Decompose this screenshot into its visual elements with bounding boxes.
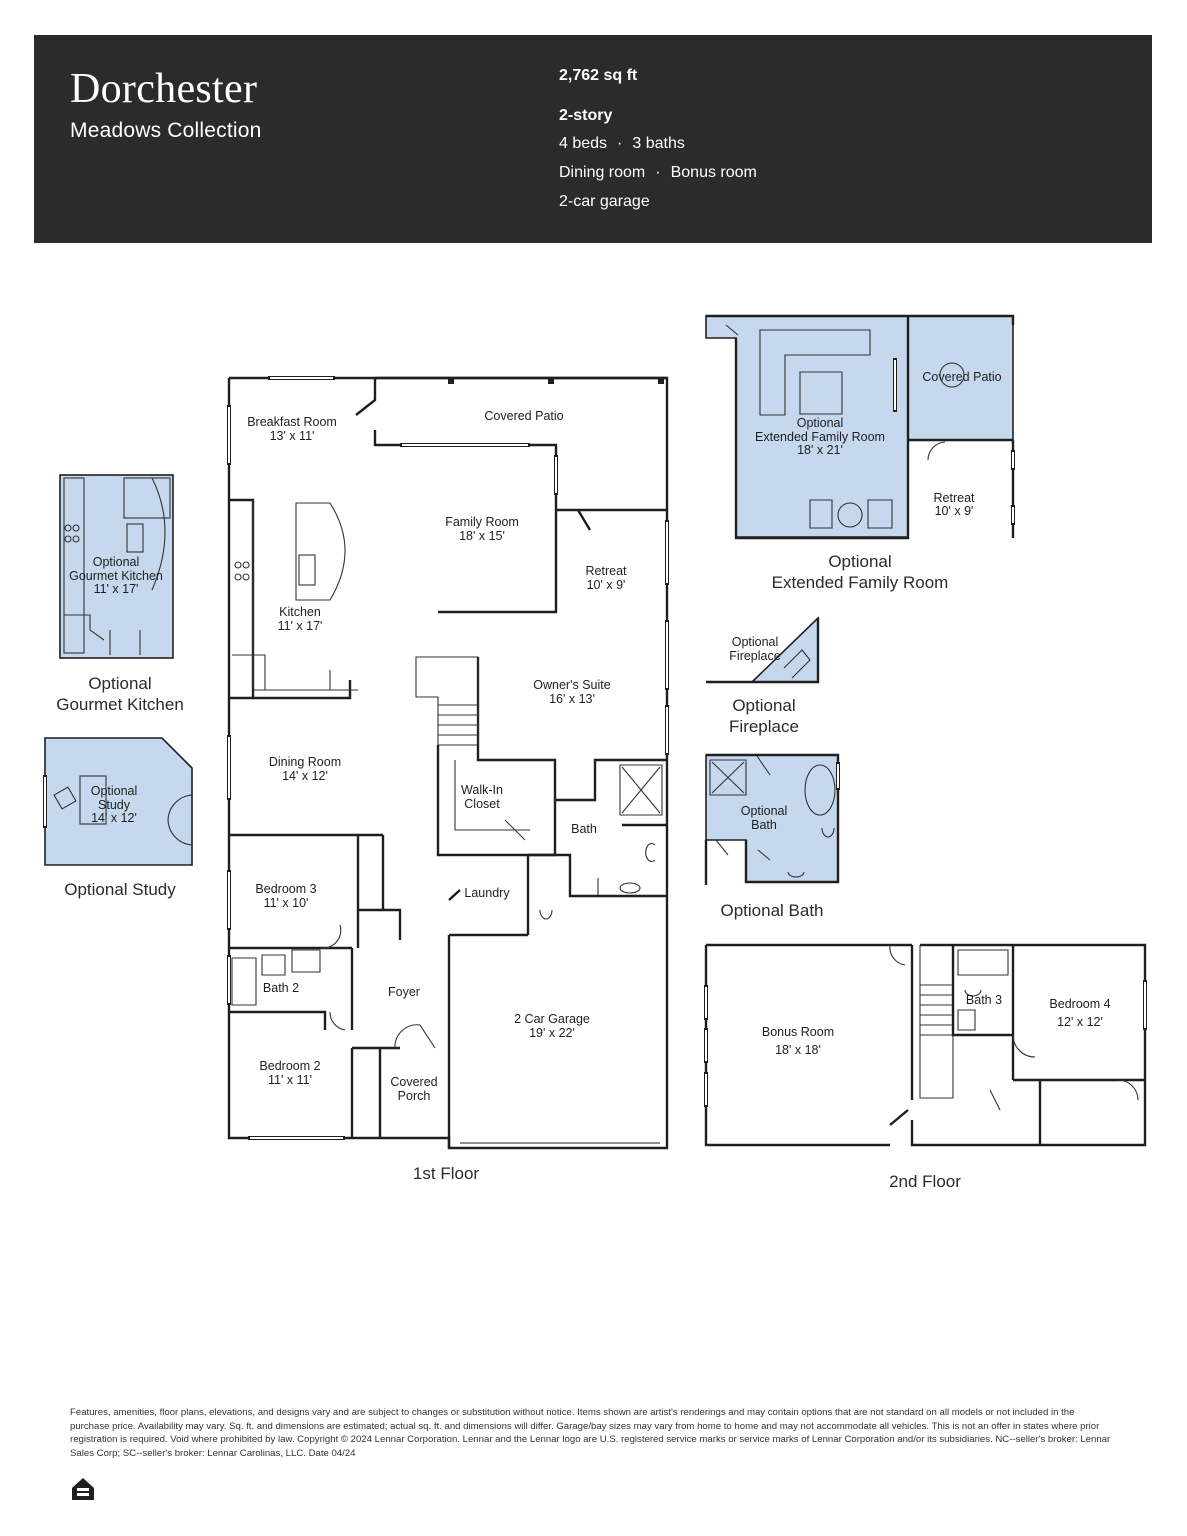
- room-size: 13' x 11': [270, 429, 315, 443]
- room-name: Covered: [390, 1075, 437, 1089]
- room-name: Bedroom 4: [1049, 997, 1110, 1011]
- room-name: Bedroom 3: [255, 882, 316, 896]
- option-label: Optional: [741, 804, 788, 818]
- option-caption: Optional Bath: [720, 901, 823, 920]
- spec-sqft: 2,762 sq ft: [559, 67, 638, 84]
- option-caption: Optional: [88, 674, 151, 693]
- room-name: Bonus Room: [762, 1025, 834, 1039]
- first-floor-plan: Breakfast Room 13' x 11' Covered Patio F…: [227, 376, 669, 1183]
- spec-beds-baths: 4 beds · 3 baths: [559, 135, 685, 153]
- room-name: Foyer: [388, 985, 420, 999]
- room-size: 11' x 17': [278, 619, 323, 633]
- room-name: Dining Room: [269, 755, 341, 769]
- room-size: 12' x 12': [1057, 1015, 1103, 1029]
- spec-stories: 2-story: [559, 107, 613, 124]
- floor-caption: 1st Floor: [413, 1164, 479, 1183]
- option-caption: Optional: [828, 552, 891, 571]
- option-label: Optional: [91, 784, 138, 798]
- optional-study-plan: Optional Study 14' x 12' Optional Study: [43, 737, 193, 899]
- counter: [63, 477, 85, 654]
- option-size: 14' x 12': [91, 811, 137, 825]
- room-name: Owner's Suite: [533, 678, 610, 692]
- room-size: Closet: [464, 797, 500, 811]
- room-size: 11' x 11': [268, 1073, 312, 1087]
- optional-bath-plan: Optional Bath Optional Bath: [704, 753, 840, 920]
- room-name: Bedroom 2: [259, 1059, 320, 1073]
- option-caption: Extended Family Room: [772, 573, 949, 592]
- spec-bonus: Bonus room: [670, 164, 757, 181]
- disclaimer-text: Features, amenities, floor plans, elevat…: [70, 1407, 1111, 1460]
- room-size: 19' x 22': [529, 1026, 575, 1040]
- spec-beds: 4 beds: [559, 135, 608, 152]
- option-label: Retreat: [934, 491, 976, 505]
- island-curve: [151, 477, 166, 591]
- option-caption: Optional Study: [64, 880, 176, 899]
- second-floor-plan: Bonus Room 18' x 18' Bath 3 Bedroom 4 12…: [704, 943, 1147, 1191]
- room-size: 16' x 13': [549, 692, 595, 706]
- spec-baths: 3 baths: [632, 135, 685, 152]
- option-label: Gourmet Kitchen: [69, 569, 163, 583]
- collection-name: Meadows Collection: [70, 119, 262, 142]
- spec-dining: Dining room: [559, 164, 646, 181]
- option-size: 10' x 9': [935, 504, 974, 518]
- room-name: Walk-In: [461, 783, 503, 797]
- spec-separator: ·: [655, 164, 661, 181]
- spec-rooms: Dining room · Bonus room: [559, 164, 757, 182]
- room-name: Covered Patio: [484, 409, 563, 423]
- room-size: 18' x 18': [775, 1043, 821, 1057]
- desk: [79, 775, 107, 825]
- room-name: Bath 2: [263, 981, 299, 995]
- spec-garage: 2-car garage: [559, 193, 650, 210]
- equal-housing-icon: [72, 1478, 94, 1500]
- option-caption: Gourmet Kitchen: [56, 695, 184, 714]
- option-label: Optional: [93, 555, 140, 569]
- option-caption: Fireplace: [729, 717, 799, 736]
- room-name: Laundry: [464, 886, 510, 900]
- sink-icon: [298, 554, 316, 586]
- pantry: [123, 477, 171, 519]
- option-label: Optional: [797, 416, 844, 430]
- optional-fireplace-plan: Optional Fireplace Optional Fireplace: [706, 616, 820, 736]
- option-label: Fireplace: [729, 649, 780, 663]
- room-size: Porch: [398, 1089, 431, 1103]
- sink-icon: [126, 523, 144, 553]
- floor-caption: 2nd Floor: [889, 1172, 961, 1191]
- room-name: Family Room: [445, 515, 519, 529]
- room-name: 2 Car Garage: [514, 1012, 590, 1026]
- option-size: 11' x 17': [94, 582, 139, 596]
- room-name: Bath: [571, 822, 597, 836]
- room-name: Retreat: [586, 564, 628, 578]
- option-caption: Optional: [732, 696, 795, 715]
- plan-name: Dorchester: [70, 66, 258, 112]
- chair: [53, 786, 77, 810]
- room-size: 18' x 15': [459, 529, 505, 543]
- room-size: 10' x 9': [587, 578, 626, 592]
- optional-extended-family-plan: Optional Extended Family Room 18' x 21' …: [705, 314, 1015, 592]
- room-name: Bath 3: [966, 993, 1002, 1007]
- option-label: Covered Patio: [922, 370, 1001, 384]
- room-name: Kitchen: [279, 605, 321, 619]
- room-size: 11' x 10': [264, 896, 309, 910]
- room-name: Breakfast Room: [247, 415, 337, 429]
- option-label: Extended Family Room: [755, 430, 885, 444]
- option-size: 18' x 21': [797, 443, 843, 457]
- option-label: Optional: [732, 635, 779, 649]
- spec-separator: ·: [617, 135, 623, 152]
- optional-gourmet-kitchen-plan: Optional Gourmet Kitchen 11' x 17' Optio…: [56, 474, 184, 714]
- option-label: Bath: [751, 818, 777, 832]
- option-label: Study: [98, 798, 131, 812]
- room-size: 14' x 12': [282, 769, 328, 783]
- plan-header: Dorchester Meadows Collection 2,762 sq f…: [34, 35, 1152, 243]
